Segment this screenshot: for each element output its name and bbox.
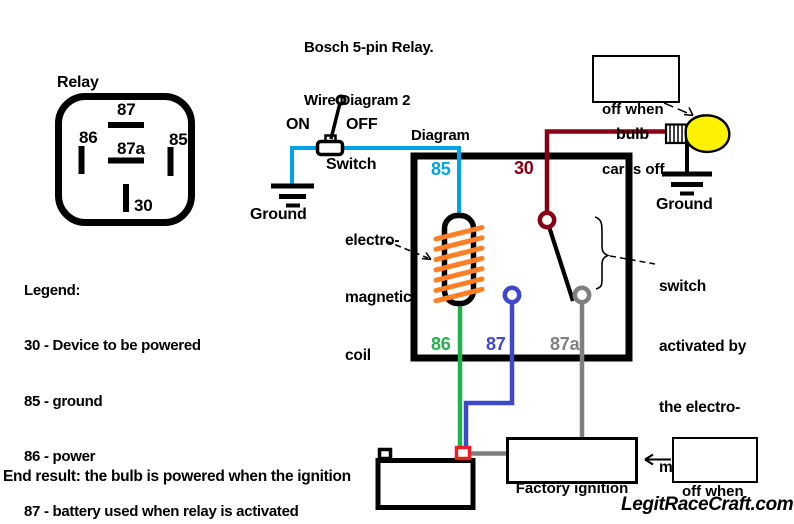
relay-pin-30-label: 30 (134, 196, 153, 215)
legend-line: 86 - power (24, 447, 96, 465)
relay-pin-85-label: 85 (169, 130, 188, 149)
switch-note-line: switch (659, 278, 707, 296)
switch-on-label: ON (286, 116, 310, 133)
relay-pinout-title: Relay (57, 74, 99, 91)
end-result-line: End result: the bulb is powered when the… (3, 468, 351, 486)
diagram-label: Diagram (411, 127, 470, 144)
electromagnetic-coil-icon (433, 212, 485, 307)
coil-note: electro- magnetic coil (345, 195, 412, 402)
callout-bottom-line: off when (682, 483, 744, 500)
title-line-2: Wire Diagram 2 (304, 91, 411, 109)
diagram-pin-30: 30 (514, 158, 534, 178)
callout-bottom-arrow (644, 453, 671, 466)
coil-note-arrow (385, 240, 432, 261)
diagram-pin-87: 87 (486, 334, 506, 354)
switch-label: Switch (326, 156, 377, 173)
page-title: Bosch 5-pin Relay. Wire Diagram 2 (304, 4, 434, 145)
ground-symbol-right (662, 171, 712, 196)
switch-note-line: activated by (659, 338, 747, 356)
callout-top-arrow (663, 102, 694, 117)
ground-right-label: Ground (656, 196, 713, 213)
coil-note-line: electro- (345, 232, 400, 250)
diagram-pin-85: 85 (431, 159, 451, 179)
wire-87-blue (463, 300, 515, 450)
ground-symbol-left (271, 183, 314, 208)
coil-note-line: coil (345, 346, 371, 364)
factory-box-line: Factory ignition (515, 480, 629, 497)
relay-pin-87-label: 87 (117, 100, 136, 119)
callout-top-line: car is off (602, 161, 665, 178)
wire-87a-gray (469, 300, 585, 456)
battery-icon (375, 445, 476, 510)
bulb-label: bulb (616, 126, 649, 143)
switch-note-line: the electro- (659, 398, 741, 416)
legend-line: 87 - battery used when relay is activate… (24, 502, 299, 520)
callout-top-line: off when (602, 101, 664, 118)
switch-off-label: OFF (346, 116, 378, 133)
wire-30-darkred (544, 129, 667, 214)
diagram-pin-86: 86 (431, 334, 451, 354)
relay-pin-87a-label: 87a (117, 139, 145, 158)
legend-line: 85 - ground (24, 392, 103, 410)
coil-note-line: magnetic (345, 289, 412, 307)
toggle-switch-icon (315, 94, 347, 157)
switch-note-brace (594, 216, 656, 290)
bulb-icon (664, 114, 731, 172)
relay-contact-arm (502, 210, 592, 305)
wire-85-cyan (290, 146, 461, 220)
ground-left-label: Ground (250, 206, 307, 223)
legend-heading: Legend: (24, 282, 81, 300)
factory-ignition-box: Factory ignition switched circuit (506, 437, 638, 497)
callout-bottom: off when car is off (672, 437, 758, 500)
site-brand: LegitRaceCraft.com (621, 494, 794, 515)
legend-line: 30 - Device to be powered (24, 337, 201, 355)
callout-top: off when car is off (592, 55, 680, 178)
legend: Legend: 30 - Device to be powered 85 - g… (24, 246, 364, 524)
relay-pinout-drawing (55, 93, 195, 226)
relay-pin-86-label: 86 (79, 128, 98, 147)
title-line-1: Bosch 5-pin Relay. (304, 39, 434, 57)
end-result-note: End result: the bulb is powered when the… (3, 432, 351, 524)
diagram-pin-87a: 87a (550, 334, 580, 354)
